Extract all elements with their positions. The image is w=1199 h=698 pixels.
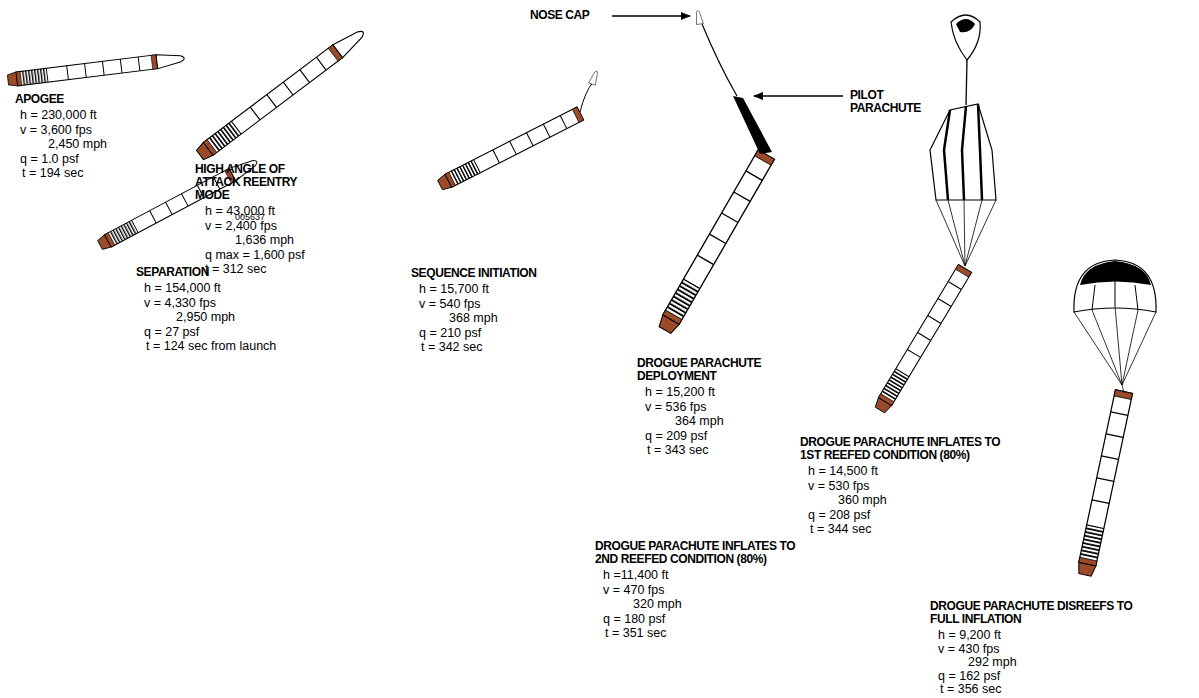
stage-value: 292 mph bbox=[968, 655, 1017, 669]
stage-value: q = 208 psf bbox=[808, 508, 870, 522]
stage-value: q = 1.0 psf bbox=[20, 152, 79, 166]
stage-value: 2,950 mph bbox=[176, 310, 235, 324]
stage-value: h = 15,700 ft bbox=[419, 282, 489, 296]
stage-value: t = 344 sec bbox=[810, 522, 872, 536]
stage-value: v = 536 fps bbox=[645, 400, 707, 414]
stage-heading: NOSE CAP bbox=[530, 9, 610, 22]
stage-heading: DROGUE PARACHUTE INFLATES TO 2ND REEFED … bbox=[595, 540, 800, 566]
stage-value: t = 124 sec from launch bbox=[146, 339, 276, 353]
stage-value: h = 230,000 ft bbox=[20, 108, 97, 122]
stage-value: 1,636 mph bbox=[235, 233, 294, 247]
stage-heading: DROGUE PARACHUTE DISREEFS TO FULL INFLAT… bbox=[930, 600, 1135, 626]
stage-value: q = 27 psf bbox=[144, 325, 199, 339]
stage-value: q = 180 psf bbox=[603, 612, 665, 626]
stage-heading: SEPARATION bbox=[136, 266, 256, 279]
stage-value: q max = 1,600 psf bbox=[205, 248, 305, 262]
stage-value: v = 430 fps bbox=[938, 642, 1000, 656]
stage-heading: DROGUE PARACHUTE INFLATES TO 1ST REEFED … bbox=[800, 436, 1015, 462]
stage-value: 005637 bbox=[235, 210, 265, 224]
stage-value: v = 540 fps bbox=[419, 297, 481, 311]
stage-value: v = 4,330 fps bbox=[144, 296, 216, 310]
stage-value: 368 mph bbox=[449, 311, 498, 325]
stage-value: 360 mph bbox=[838, 493, 887, 507]
stage-value: h = 14,500 ft bbox=[808, 464, 878, 478]
stage-value: q = 209 psf bbox=[645, 429, 707, 443]
stage-heading: SEQUENCE INITIATION bbox=[411, 267, 581, 280]
stage-value: 364 mph bbox=[675, 414, 724, 428]
stage-value: h =11,400 ft bbox=[603, 568, 668, 582]
stage-value: t = 343 sec bbox=[647, 443, 709, 457]
stage-value: 320 mph bbox=[633, 597, 682, 611]
stage-value: v = 3,600 fps bbox=[20, 123, 92, 137]
stage-heading: HIGH ANGLE OF ATTACK REENTRY MODE bbox=[195, 163, 310, 202]
stage-heading: PILOT PARACHUTE bbox=[850, 89, 935, 115]
stage-value: t = 351 sec bbox=[605, 626, 667, 640]
stage-value: t = 356 sec bbox=[940, 682, 1002, 696]
stage-value: v = 470 fps bbox=[603, 583, 665, 597]
stage-value: t = 194 sec bbox=[22, 166, 84, 180]
stage-value: t = 312 sec bbox=[205, 262, 267, 276]
stage-value: v = 530 fps bbox=[808, 479, 870, 493]
stage-value: h = 9,200 ft bbox=[938, 628, 1001, 642]
stage-value: h = 154,000 ft bbox=[144, 281, 221, 295]
stage-value: 2,450 mph bbox=[48, 137, 107, 151]
stage-value: q = 210 psf bbox=[419, 326, 481, 340]
stage-heading: APOGEE bbox=[15, 93, 135, 106]
stage-heading: DROGUE PARACHUTE DEPLOYMENT bbox=[637, 357, 767, 383]
stage-value: h = 15,200 ft bbox=[645, 385, 715, 399]
stage-value: t = 342 sec bbox=[421, 340, 483, 354]
stage-value: q = 162 psf bbox=[938, 669, 1000, 683]
